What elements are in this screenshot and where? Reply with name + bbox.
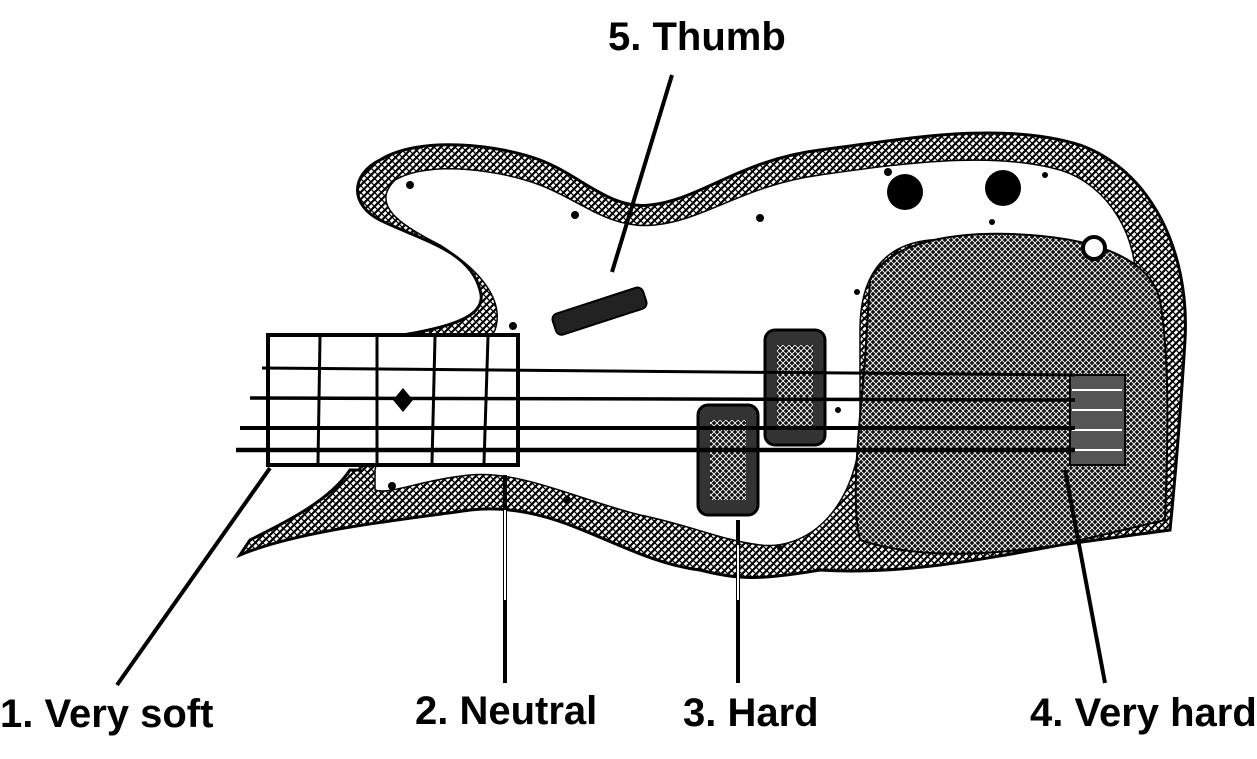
- pickguard-screws: [388, 168, 1048, 551]
- bridge-cover: [854, 232, 1169, 555]
- tone-knob: [985, 170, 1021, 206]
- bridge-saddles: [1069, 374, 1126, 466]
- thumb-rest: [551, 286, 648, 336]
- pickup-lower-pattern: [710, 420, 746, 500]
- volume-knob: [887, 174, 923, 210]
- label-very-soft: 1. Very soft: [0, 692, 214, 736]
- jack: [1081, 235, 1107, 261]
- label-neutral: 2. Neutral: [415, 689, 598, 733]
- saddle-lines: [1072, 389, 1122, 451]
- pointer-very-hard: [1063, 469, 1107, 684]
- label-very-hard: 4. Very hard: [1030, 691, 1257, 735]
- strings: [236, 366, 1076, 453]
- pickup-upper-pattern: [777, 345, 813, 430]
- pointer-highlights: [504, 510, 739, 600]
- label-hard: 3. Hard: [683, 691, 819, 735]
- label-thumb: 5. Thumb: [608, 15, 786, 59]
- pointer-very-soft: [115, 466, 272, 687]
- pointer-thumb: [610, 74, 674, 273]
